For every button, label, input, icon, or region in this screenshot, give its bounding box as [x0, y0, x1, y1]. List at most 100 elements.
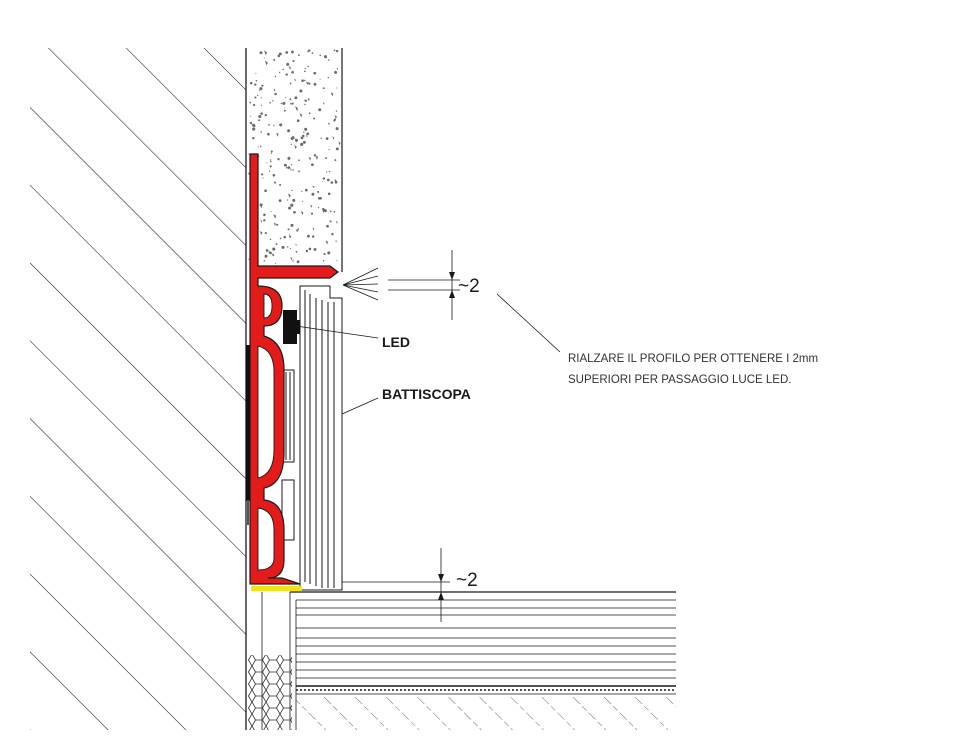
plaster-speck — [268, 124, 270, 126]
plaster-speck — [290, 168, 292, 172]
plaster-speck — [313, 154, 317, 157]
plaster-speck — [284, 107, 286, 109]
plaster-speck — [301, 79, 304, 82]
plaster-speck — [264, 232, 267, 235]
plaster-speck — [308, 156, 312, 161]
plaster-speck — [277, 158, 280, 161]
plaster-speck — [269, 165, 272, 168]
plaster-speck — [333, 119, 336, 122]
plaster-speck — [290, 203, 294, 207]
plaster-speck — [274, 92, 277, 96]
plaster-speck — [322, 177, 325, 180]
plaster-speck — [336, 67, 339, 71]
plaster-speck — [294, 138, 298, 143]
plaster-speck — [279, 183, 282, 186]
plaster-speck — [330, 181, 334, 184]
plaster-speck — [295, 250, 298, 253]
plaster-speck — [311, 235, 315, 238]
plaster-speck — [279, 237, 282, 240]
plaster-speck — [253, 103, 256, 107]
plaster-speck — [320, 137, 322, 139]
plaster-speck — [326, 224, 329, 228]
plaster-speck — [298, 159, 300, 162]
plaster-speck — [258, 119, 261, 122]
plaster-speck — [287, 246, 289, 248]
plaster-speck — [333, 49, 336, 52]
plaster-speck — [249, 101, 252, 104]
dimension-bottom — [296, 548, 450, 622]
plaster-speck — [290, 50, 294, 54]
plaster-speck — [259, 51, 263, 55]
plaster-speck — [287, 199, 289, 201]
plaster-speck — [294, 78, 296, 82]
plaster-speck — [313, 82, 317, 86]
plaster-speck — [300, 136, 304, 140]
plaster-speck — [273, 58, 276, 62]
plaster-speck — [290, 256, 293, 261]
plaster-layer — [248, 48, 343, 272]
plaster-speck — [269, 159, 272, 162]
plaster-speck — [252, 123, 256, 127]
plaster-speck — [334, 114, 337, 119]
battiscopa-label: BATTISCOPA — [382, 386, 471, 402]
plaster-speck — [291, 70, 294, 74]
plaster-speck — [260, 97, 262, 99]
adhesive-strip — [246, 345, 250, 525]
plaster-speck — [330, 92, 334, 97]
plaster-speck — [283, 163, 287, 167]
plaster-speck — [300, 142, 304, 146]
plaster-speck — [298, 170, 301, 173]
plaster-speck — [265, 249, 269, 252]
plaster-speck — [326, 178, 330, 182]
masonry-wall — [30, 48, 247, 730]
plaster-speck — [327, 192, 331, 196]
plaster-speck — [254, 83, 257, 86]
plaster-speck — [304, 103, 306, 106]
plaster-speck — [290, 143, 292, 145]
plaster-speckle — [248, 49, 341, 265]
plaster-speck — [280, 102, 283, 105]
plaster-speck — [263, 57, 265, 59]
plaster-speck — [268, 170, 271, 172]
plaster-speck — [334, 180, 338, 184]
note-line-2: SUPERIORI PER PASSAGGIO LUCE LED. — [568, 374, 791, 386]
plaster-speck — [261, 84, 264, 87]
plaster-speck — [272, 247, 276, 251]
plaster-speck — [319, 78, 321, 80]
plaster-speck — [336, 259, 338, 262]
plaster-speck — [318, 108, 322, 112]
plaster-speck — [269, 101, 271, 104]
plaster-speck — [325, 171, 328, 173]
plaster-speck — [328, 170, 331, 173]
plaster-speck — [311, 192, 315, 196]
plaster-speck — [289, 98, 292, 101]
plaster-speck — [278, 199, 282, 203]
plaster-speck — [261, 173, 264, 176]
plaster-speck — [328, 148, 330, 151]
plaster-speck — [321, 180, 323, 183]
plaster-speck — [317, 206, 320, 209]
plaster-speck — [327, 76, 330, 79]
note-line-1: RIALZARE IL PROFILO PER OTTENERE I 2mm — [568, 353, 818, 365]
plaster-speck — [264, 189, 267, 193]
plaster-speck — [274, 75, 277, 78]
plaster-speck — [311, 52, 314, 54]
plaster-speck — [270, 210, 272, 213]
plaster-speck — [304, 127, 308, 131]
plaster-speck — [298, 54, 300, 57]
plaster-speck — [323, 253, 326, 256]
plaster-speck — [294, 96, 298, 100]
plaster-speck — [272, 100, 274, 102]
plaster-speck — [272, 174, 276, 177]
plaster-speck — [303, 131, 305, 133]
plaster-speck — [264, 113, 267, 117]
plaster-speck — [267, 132, 270, 136]
plaster-speck — [315, 155, 319, 160]
plaster-speck — [278, 71, 281, 74]
plaster-speck — [289, 82, 292, 85]
plaster-speck — [260, 104, 263, 106]
plaster-speck — [322, 102, 325, 105]
plaster-speck — [289, 235, 292, 238]
plaster-speck — [262, 177, 264, 179]
